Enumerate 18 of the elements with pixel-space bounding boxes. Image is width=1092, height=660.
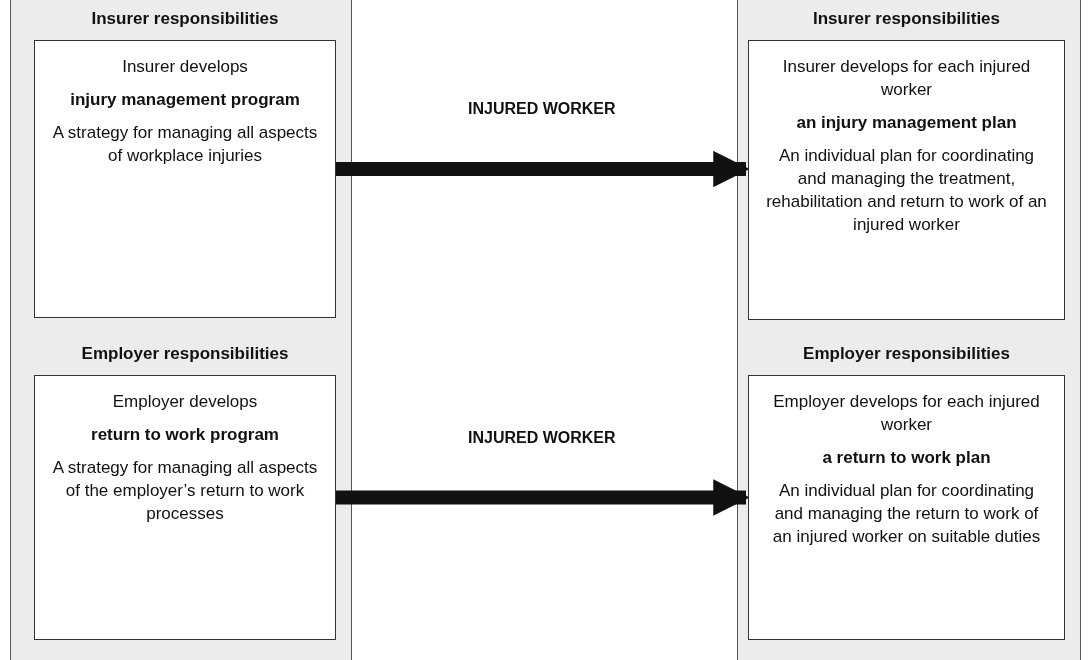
bold-title: return to work program <box>90 424 280 446</box>
description-text: A strategy for managing all aspects of the employer’s return to work processes <box>51 457 319 525</box>
intro-text: Insurer develops for each injured worker <box>781 56 1032 101</box>
section-heading: Employer responsibilities <box>80 343 290 365</box>
intro-text: Employer develops for each injured worker <box>772 391 1041 436</box>
section-heading: Employer responsibilities <box>802 343 1011 365</box>
arrow <box>336 150 750 188</box>
section-heading: Insurer responsibilities <box>811 8 1002 30</box>
bold-title: a return to work plan <box>821 447 992 469</box>
bold-title: an injury management plan <box>795 112 1018 134</box>
description-text: An individual plan for coordinating and managing the return to work of an injured worker on suitable duties <box>771 480 1042 548</box>
intro-text: Employer develops <box>111 391 259 413</box>
description-text: An individual plan for coordinating and managing the treatment, rehabilitation and return to work of an injured worker <box>765 145 1048 236</box>
section-heading: Insurer responsibilities <box>90 8 280 30</box>
bold-title: injury management program <box>69 89 301 111</box>
description-text: A strategy for managing all aspects of workplace injuries <box>51 122 319 167</box>
intro-text: Insurer develops <box>121 56 249 78</box>
arrow <box>336 479 750 516</box>
